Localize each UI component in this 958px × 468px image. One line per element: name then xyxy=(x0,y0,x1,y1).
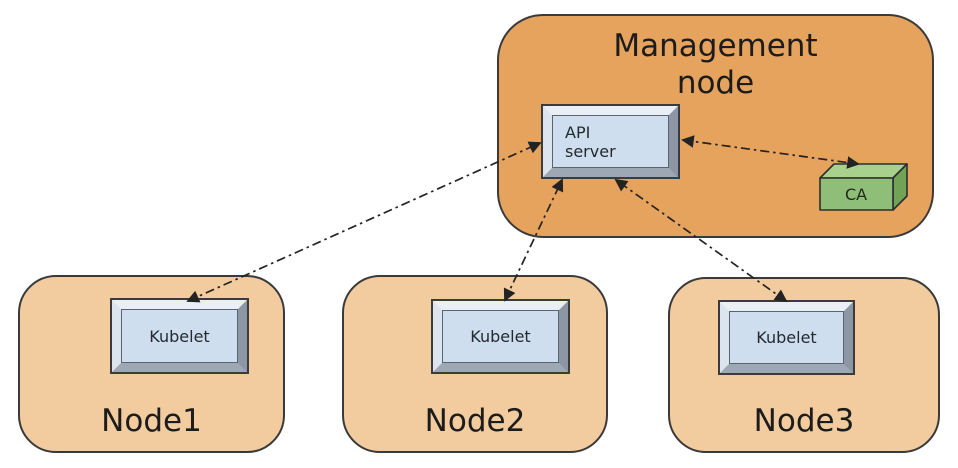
kubelet1-box: Kubelet xyxy=(112,300,247,372)
api-server-label-line2: server xyxy=(565,141,616,161)
api-server-label-line1: API xyxy=(565,122,591,142)
management-node-title-line1: Management xyxy=(613,28,818,64)
kubelet3-label: Kubelet xyxy=(756,328,817,347)
kubelet3-box: Kubelet xyxy=(720,302,853,373)
node3-label: Node3 xyxy=(753,403,855,439)
node2-label: Node2 xyxy=(424,403,526,439)
kubelet2-label: Kubelet xyxy=(470,327,531,346)
api-server-box: API server xyxy=(543,106,678,177)
kubelet1-label: Kubelet xyxy=(149,326,210,346)
management-node-title: Management node xyxy=(497,28,934,102)
management-node-title-line2: node xyxy=(676,65,755,101)
node1-label: Node1 xyxy=(101,403,202,439)
kubelet2-box: Kubelet xyxy=(433,301,568,372)
